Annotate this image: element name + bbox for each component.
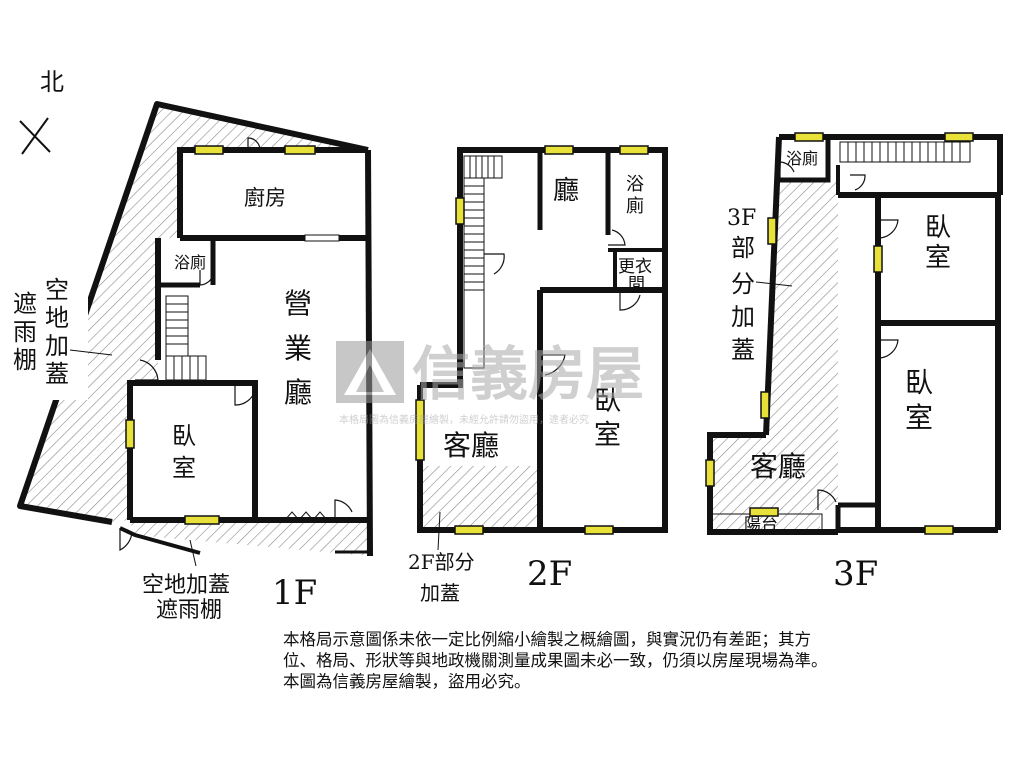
bath-label-3f: 浴廁 [786,149,818,168]
bath-label-1f: 浴廁 [174,253,206,272]
disclaimer: 本格局示意圖係未依一定比例縮小繪製之概繪圖，與實況仍有差距；其方 位、格局、形狀… [283,629,983,692]
business-hall-label-1: 營 [284,287,312,320]
disclaimer-line-2: 位、格局、形狀等與地政機關測量成果圖未必一致，仍須以房屋現場為準。 [283,651,828,670]
business-hall-label-3: 廳 [284,376,312,409]
rain-shelter-left-1: 空 [45,276,69,304]
extension-label-3f-4: 加 [731,303,755,331]
staircase-1f [165,295,207,381]
rain-shelter-left-area [20,104,368,522]
dressing-room-label-2: 間 [628,275,645,295]
bedroom-bottom-label-3f-2: 室 [905,401,933,434]
floor-1f-plan: 廚房 浴廁 營 業 廳 臥 室 空 地 加 蓋 遮 雨 棚 空地加蓋 遮雨棚 1… [10,101,373,623]
extension-label-2f-1: 2F部分 [408,550,475,574]
kitchen-label: 廚房 [244,186,286,210]
bath-label-2f-2: 廁 [626,195,644,217]
bedroom-top-label-3f-2: 室 [925,243,951,273]
floor-label-3f: 3F [833,554,878,594]
staircase-3f [839,141,971,163]
rain-shelter-bottom-2: 遮雨棚 [156,598,222,623]
bedroom-label-1f-2: 室 [172,454,196,482]
rain-shelter-bottom-1: 空地加蓋 [142,573,230,598]
brand-logo-icon [336,341,404,403]
rain-shelter-left-7: 棚 [13,346,37,374]
bedroom-label-1f-1: 臥 [172,422,196,450]
rain-shelter-bottom-area [130,522,370,556]
rain-shelter-left-5: 遮 [13,290,37,318]
extension-label-3f-2: 部 [731,234,755,262]
floor-label-1f: 1F [272,573,317,613]
rain-shelter-left-6: 雨 [13,318,37,346]
floor-label-2f: 2F [527,554,572,594]
bedroom-bottom-label-3f-1: 臥 [905,366,933,399]
bedroom-label-2f-1: 臥 [594,386,621,417]
disclaimer-line-3: 本圖為信義房屋繪製，盜用必究。 [283,672,531,691]
north-label: 北 [40,68,64,96]
rain-shelter-left-4: 蓋 [45,360,69,388]
watermark-notice: 本格局圖為信義房屋繪製，未經允許請勿盜用，違者必究 [339,413,589,426]
living-room-label-2f: 客廳 [443,429,499,462]
extension-label-3f-5: 蓋 [731,336,755,364]
disclaimer-line-1: 本格局示意圖係未依一定比例縮小繪製之概繪圖，與實況仍有差距；其方 [283,630,811,649]
dressing-room-label-1: 更衣 [618,257,652,277]
business-hall-label-2: 業 [284,332,312,365]
extension-label-3f-1: 3F [727,206,756,231]
north-compass: 北 [19,68,64,155]
extension-label-3f-3: 分 [731,270,755,298]
watermark-brand: 信義房屋 [412,340,644,408]
living-room-label-3f: 客廳 [750,450,806,483]
bedroom-label-2f-2: 室 [594,420,621,451]
extension-area-2f [420,466,540,530]
staircase-2f [463,155,503,369]
extension-area-3f [710,180,838,532]
rain-shelter-left-3: 加 [45,332,69,360]
bath-label-2f-1: 浴 [626,174,644,195]
bedroom-top-label-3f-1: 臥 [925,213,951,243]
hall-label-2f: 廳 [553,176,579,206]
floor-3f-plan: 浴廁 臥 室 臥 室 客廳 陽台 3F 部 分 加 蓋 3F [705,132,1003,594]
watermark: 信義房屋 本格局圖為信義房屋繪製，未經允許請勿盜用，違者必究 [336,340,644,426]
balcony-label-3f: 陽台 [744,515,778,535]
extension-label-2f-2: 加蓋 [420,581,460,605]
floor-2f-plan: 廳 浴 廁 更衣 間 客廳 臥 室 2F部分 加蓋 2F [408,145,668,605]
rain-shelter-left-2: 地 [45,304,69,332]
